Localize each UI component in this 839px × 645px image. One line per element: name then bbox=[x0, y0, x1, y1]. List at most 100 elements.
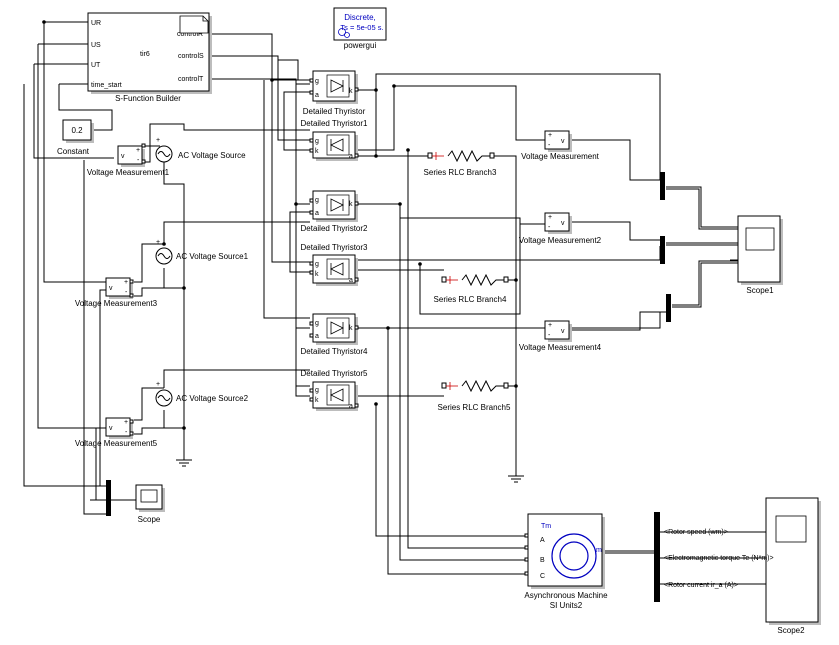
machine-label-2: SI Units2 bbox=[550, 601, 583, 610]
vm5-label: Voltage Measurement5 bbox=[75, 439, 158, 448]
junctions bbox=[42, 20, 518, 430]
voltage-measurement-block[interactable]: + - v bbox=[544, 130, 572, 152]
scope-label: Scope bbox=[138, 515, 161, 524]
resistor-icon bbox=[461, 273, 504, 287]
src1-plus: + bbox=[156, 239, 160, 246]
mux-scope[interactable] bbox=[106, 480, 111, 516]
constant-block[interactable]: 0.2 bbox=[62, 119, 94, 143]
bus-signal-rotor-speed: <Rotor speed (wm)> bbox=[664, 529, 728, 536]
t4-g: g bbox=[315, 320, 319, 327]
t1-k: k bbox=[315, 148, 319, 155]
sfun-input-time-start: time_start bbox=[91, 82, 122, 89]
scope-block[interactable] bbox=[135, 484, 165, 512]
vm4-label: Voltage Measurement4 bbox=[519, 343, 602, 352]
t0-k: k bbox=[349, 88, 353, 95]
s-function-builder-block[interactable]: UR US UT time_start controlR controlS co… bbox=[87, 12, 212, 94]
mux-2[interactable] bbox=[660, 236, 665, 264]
sfun-output-controlt: controlT bbox=[178, 76, 204, 83]
detailed-thyristor5-block[interactable]: g k a bbox=[312, 381, 358, 411]
resistor-icon bbox=[447, 149, 490, 163]
scope2-block[interactable] bbox=[765, 497, 821, 625]
rlc5-label: Series RLC Branch5 bbox=[438, 403, 511, 412]
t2-k: k bbox=[349, 201, 353, 208]
mux-3[interactable] bbox=[666, 294, 671, 322]
vm-label: Voltage Measurement bbox=[521, 152, 600, 161]
detailed-thyristor1-block[interactable]: g k a bbox=[312, 131, 358, 161]
scope1-block[interactable] bbox=[737, 215, 783, 285]
vm4-v-port: v bbox=[561, 328, 565, 335]
voltage-measurement1-block[interactable]: v + - bbox=[117, 145, 145, 167]
vm5-minus-port: - bbox=[125, 429, 128, 436]
machine-port-c: C bbox=[540, 573, 545, 580]
thyristor5-label: Detailed Thyristor5 bbox=[301, 369, 369, 378]
detailed-thyristor-block[interactable]: g a k bbox=[312, 70, 358, 104]
t5-a: a bbox=[349, 403, 353, 410]
ac-voltage-source2-block[interactable]: + bbox=[155, 381, 173, 407]
thyristor-icon bbox=[330, 321, 344, 335]
scope-screen-icon bbox=[140, 489, 158, 503]
bus-selector[interactable] bbox=[654, 512, 660, 602]
powergui-label: powergui bbox=[344, 41, 377, 50]
vm-v-port: v bbox=[561, 138, 565, 145]
voltage-measurement2-block[interactable]: + - v bbox=[544, 212, 572, 234]
vm1-v-port: v bbox=[121, 153, 125, 160]
vm3-v-port: v bbox=[109, 285, 113, 292]
t3-k: k bbox=[315, 271, 319, 278]
sfun-input-ur: UR bbox=[91, 20, 101, 27]
sfun-input-ut: UT bbox=[91, 62, 101, 69]
t3-a: a bbox=[349, 277, 353, 284]
ground-icon bbox=[508, 475, 524, 483]
machine-port-b: B bbox=[540, 557, 545, 564]
rlc4-label: Series RLC Branch4 bbox=[434, 295, 507, 304]
thyristor0-label: Detailed Thyristor bbox=[303, 107, 366, 116]
vm5-v-port: v bbox=[109, 425, 113, 432]
powergui-block[interactable]: Discrete, Ts = 5e-05 s. bbox=[333, 7, 387, 41]
thyristor-icon bbox=[330, 388, 344, 402]
machine-port-m: m bbox=[596, 547, 602, 554]
series-rlc-branch5-block[interactable] bbox=[441, 379, 509, 393]
ac-source-label: AC Voltage Source bbox=[178, 151, 246, 160]
series-rlc-branch4-block[interactable] bbox=[441, 273, 509, 287]
detailed-thyristor4-block[interactable]: g a k bbox=[312, 313, 358, 345]
scope2-screen-icon bbox=[775, 515, 807, 543]
asynchronous-machine-block[interactable]: Tm A B C m bbox=[527, 513, 605, 589]
voltage-measurement4-block[interactable]: + - v bbox=[544, 320, 572, 342]
vm1-plus-port: + bbox=[136, 147, 140, 154]
vm1-minus-port: - bbox=[137, 157, 140, 164]
vm-plus-port: + bbox=[548, 132, 552, 139]
vm3-label: Voltage Measurement3 bbox=[75, 299, 158, 308]
sfun-input-us: US bbox=[91, 42, 101, 49]
signal-lines bbox=[23, 21, 767, 600]
detailed-thyristor2-block[interactable]: g a k bbox=[312, 190, 358, 222]
mux-1[interactable] bbox=[660, 172, 665, 200]
thyristor3-label: Detailed Thyristor3 bbox=[301, 243, 369, 252]
t5-g: g bbox=[315, 387, 319, 394]
vm1-label: Voltage Measurement1 bbox=[87, 168, 170, 177]
t0-a: a bbox=[315, 92, 319, 99]
voltage-measurement5-block[interactable]: v + - bbox=[105, 417, 133, 439]
thyristor-icon bbox=[330, 138, 344, 152]
ac-source1-label: AC Voltage Source1 bbox=[176, 252, 249, 261]
thyristor-icon bbox=[330, 79, 344, 93]
mux-blocks[interactable] bbox=[106, 172, 671, 602]
ac-voltage-source1-block[interactable]: + bbox=[155, 239, 173, 265]
bus-lines bbox=[604, 186, 738, 554]
powergui-line2: Ts = 5e-05 s. bbox=[340, 23, 383, 32]
vm-minus-port: - bbox=[548, 142, 551, 149]
t4-k: k bbox=[349, 325, 353, 332]
scope2-label: Scope2 bbox=[777, 626, 805, 635]
t1-a: a bbox=[349, 153, 353, 160]
detailed-thyristor3-block[interactable]: g k a bbox=[312, 254, 358, 286]
voltage-measurement3-block[interactable]: v + - bbox=[105, 277, 133, 299]
series-rlc-branch3-block[interactable] bbox=[427, 149, 495, 163]
vm2-plus-port: + bbox=[548, 214, 552, 221]
ac-voltage-source-block[interactable]: + bbox=[155, 137, 173, 163]
bus-signal-rotor-current: <Rotor current ir_a (A)> bbox=[664, 582, 738, 589]
ground-icon bbox=[176, 459, 192, 467]
thyristor-icon bbox=[330, 198, 344, 212]
t5-k: k bbox=[315, 397, 319, 404]
vm5-plus-port: + bbox=[124, 419, 128, 426]
sfun-label: S-Function Builder bbox=[115, 94, 181, 103]
vm4-minus-port: - bbox=[548, 332, 551, 339]
